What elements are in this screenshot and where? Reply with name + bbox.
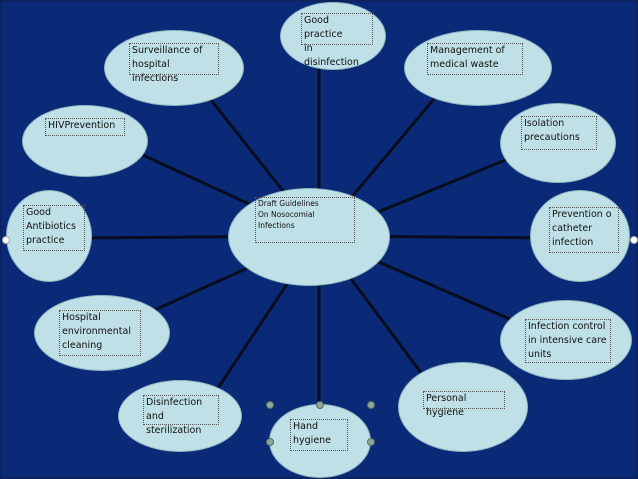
node-catheter[interactable]: Prevention o catheter infection (530, 190, 630, 282)
edge-marker-left (2, 236, 10, 244)
node-waste[interactable]: Management of medical waste (404, 30, 552, 106)
selection-handle[interactable] (266, 401, 274, 409)
selection-handle[interactable] (266, 438, 274, 446)
node-personal-label: Personal hygiene (423, 391, 505, 418)
center-node[interactable]: Draft Guidelines On Nosocomial Infection… (228, 188, 390, 286)
node-isolation-label: Isolation precautions (521, 116, 597, 150)
node-environment-label: Hospital environmental cleaning (59, 310, 141, 356)
node-environment[interactable]: Hospital environmental cleaning (34, 295, 170, 371)
selection-handle[interactable] (367, 401, 375, 409)
node-hiv-label: HIVPrevention (45, 118, 125, 136)
node-icu[interactable]: Infection control in intensive care unit… (500, 300, 632, 380)
node-icu-label: Infection control in intensive care unit… (525, 319, 611, 363)
node-isolation[interactable]: Isolation precautions (500, 103, 616, 183)
node-disinfection-label: Good practice in disinfection (301, 13, 373, 68)
node-surveillance-label: Surveillance of hospital infections (129, 43, 219, 84)
selection-handle[interactable] (316, 401, 324, 409)
node-sterilization[interactable]: Disinfection and sterilization (118, 380, 242, 452)
node-antibiotics-label: Good Antibiotics practice (23, 205, 85, 251)
node-hand-label: Hand hygiene (290, 419, 348, 451)
edge-marker-right (630, 236, 638, 244)
node-sterilization-label: Disinfection and sterilization (143, 395, 219, 436)
node-waste-label: Management of medical waste (427, 43, 523, 75)
node-disinfection[interactable]: Good practice in disinfection (280, 2, 386, 70)
node-catheter-label: Prevention o catheter infection (549, 207, 619, 253)
node-personal[interactable]: Personal hygiene (398, 362, 528, 452)
node-hand[interactable]: Hand hygiene (269, 404, 371, 478)
center-node-label: Draft Guidelines On Nosocomial Infection… (255, 197, 355, 243)
node-hiv[interactable]: HIVPrevention (22, 105, 148, 177)
node-antibiotics[interactable]: Good Antibiotics practice (6, 190, 92, 282)
selection-handle[interactable] (367, 438, 375, 446)
node-surveillance[interactable]: Surveillance of hospital infections (104, 30, 244, 106)
